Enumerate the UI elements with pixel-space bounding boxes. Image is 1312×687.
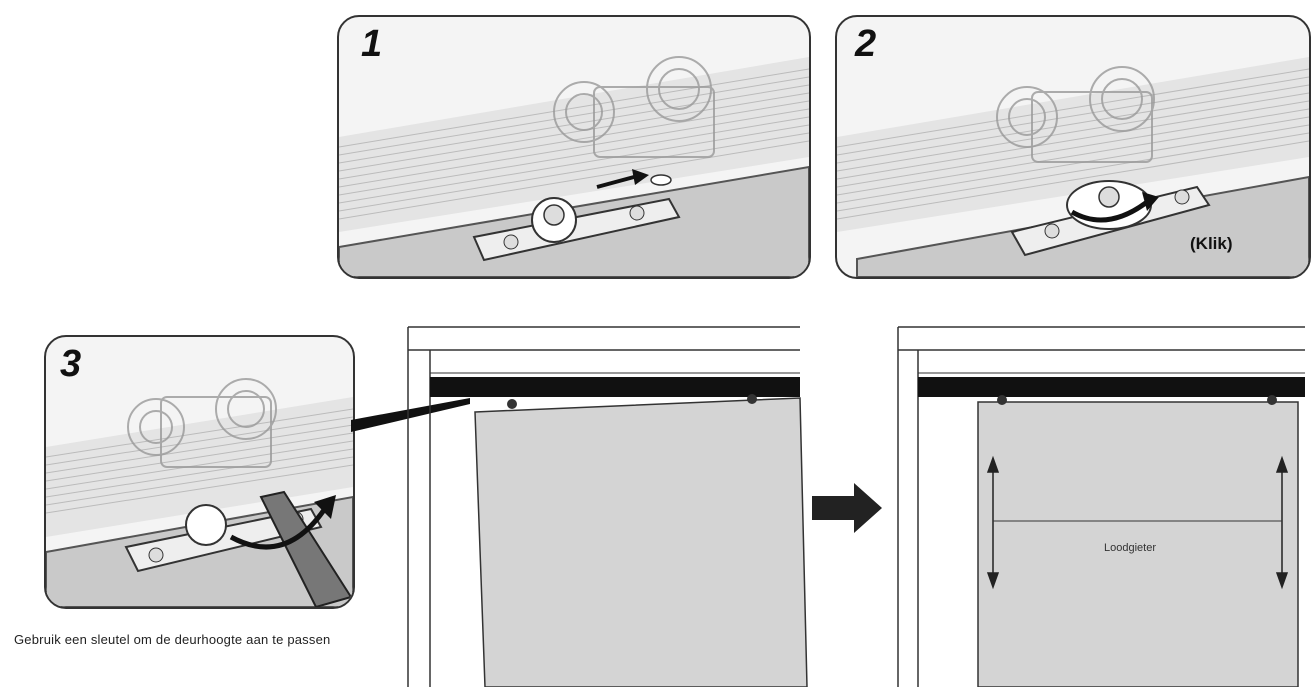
step-number: 2 — [855, 23, 877, 65]
double-arrow-vertical-icon — [986, 455, 1000, 590]
arrow-right-icon — [596, 175, 635, 189]
step-3-illustration — [46, 378, 353, 607]
rotate-arrow-icon — [229, 505, 329, 550]
step-2-illustration — [837, 57, 1309, 277]
frame-before — [407, 326, 808, 687]
step-number: 1 — [361, 23, 383, 65]
click-note: (Klik) — [1190, 234, 1233, 253]
frame-after — [897, 326, 1305, 687]
instruction-caption: Gebruik een sleutel om de deurhoogte aan… — [14, 632, 331, 647]
plumb-label: Loodgieter — [1104, 542, 1156, 554]
rotate-arrow-icon — [1070, 199, 1149, 223]
top-rail — [918, 377, 1305, 397]
callout-pointer — [351, 398, 470, 432]
step-2-panel: 2 (Klik) — [835, 15, 1311, 279]
top-rail — [430, 377, 800, 397]
step-number: 3 — [60, 343, 82, 385]
step-1-panel: 1 — [337, 15, 811, 279]
arrow-right-icon — [812, 483, 882, 533]
door-tilted — [474, 397, 808, 687]
step-1-illustration — [339, 56, 809, 277]
double-arrow-vertical-icon — [1275, 455, 1289, 590]
step-3-panel: 3 — [44, 335, 355, 609]
